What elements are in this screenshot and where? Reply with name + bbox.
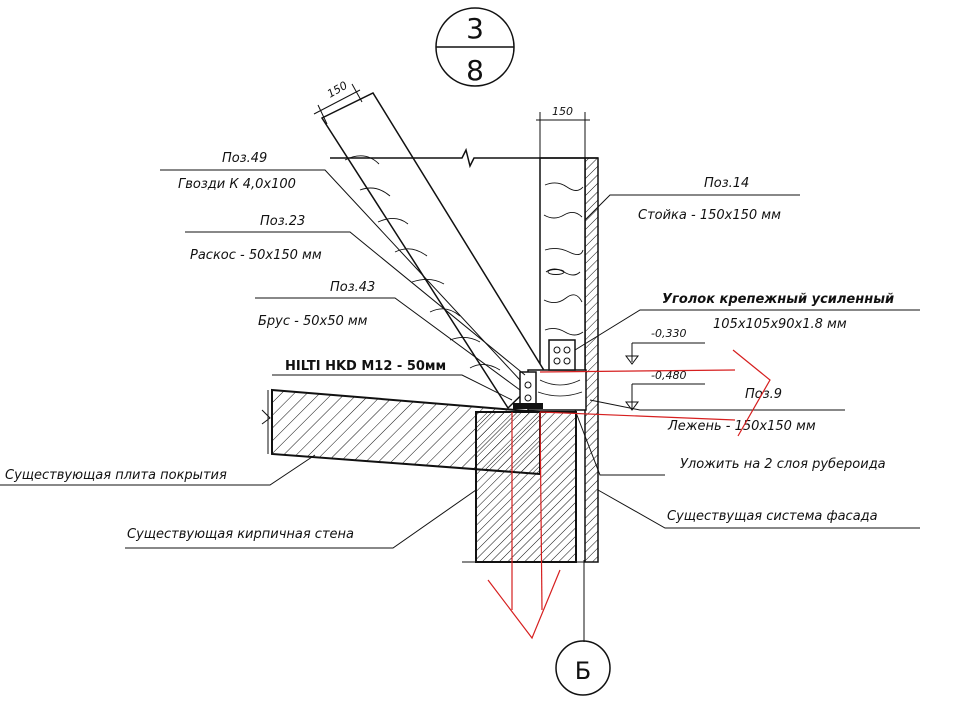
callout-post-desc: Стойка - 150х150 мм bbox=[638, 208, 781, 223]
axis-mark: Б bbox=[555, 560, 611, 696]
top-break-line bbox=[330, 147, 598, 169]
callout-anchor-desc: HILTI HKD M12 - 50мм bbox=[285, 359, 446, 374]
elevation-upper-label: -0,330 bbox=[651, 327, 686, 340]
existing-brick-wall bbox=[462, 411, 588, 563]
elevation-upper: -0,330 bbox=[625, 327, 705, 365]
section-mark: 3 8 bbox=[435, 7, 515, 87]
section-mark-top: 3 bbox=[466, 12, 484, 45]
callout-bracket-desc: Уголок крепежный усиленный bbox=[662, 292, 894, 307]
red-markup bbox=[487, 349, 771, 640]
mounting-bracket bbox=[548, 339, 576, 371]
callout-slab-desc: Существующая плита покрытия bbox=[5, 468, 227, 483]
callout-bracket-size: 105х105х90х1.8 мм bbox=[713, 317, 847, 332]
callout-nails-desc: Гвозди К 4,0х100 bbox=[178, 177, 296, 192]
callout-brace-pos: Поз.23 bbox=[260, 214, 305, 229]
callout-roofing-desc: Уложить на 2 слоя рубероида bbox=[680, 457, 886, 472]
dimension-post: 150 bbox=[536, 105, 590, 158]
callouts: Поз.49 Гвозди К 4,0х100 Поз.23 Раскос - … bbox=[5, 151, 894, 542]
callout-facade-desc: Существущая система фасада bbox=[667, 509, 878, 524]
section-mark-bottom: 8 bbox=[466, 54, 484, 87]
elevation-lower: -0,480 bbox=[625, 369, 705, 411]
leader-lines bbox=[0, 169, 920, 549]
callout-nails-pos: Поз.49 bbox=[222, 151, 267, 166]
elevation-lower-label: -0,480 bbox=[651, 369, 686, 382]
callout-beam-desc: Брус - 50х50 мм bbox=[258, 314, 368, 329]
callout-brace-desc: Раскос - 50х150 мм bbox=[190, 248, 322, 263]
sill-beam bbox=[513, 369, 587, 411]
dimension-post-label: 150 bbox=[552, 105, 573, 118]
callout-wall-desc: Существующая кирпичная стена bbox=[127, 527, 354, 542]
callout-post-pos: Поз.14 bbox=[704, 176, 749, 191]
callout-beam-pos: Поз.43 bbox=[330, 280, 375, 295]
callout-sill-pos: Поз.9 bbox=[745, 387, 782, 402]
callout-sill-desc: Лежень - 150х150 мм bbox=[667, 419, 816, 434]
axis-mark-label: Б bbox=[575, 657, 591, 685]
